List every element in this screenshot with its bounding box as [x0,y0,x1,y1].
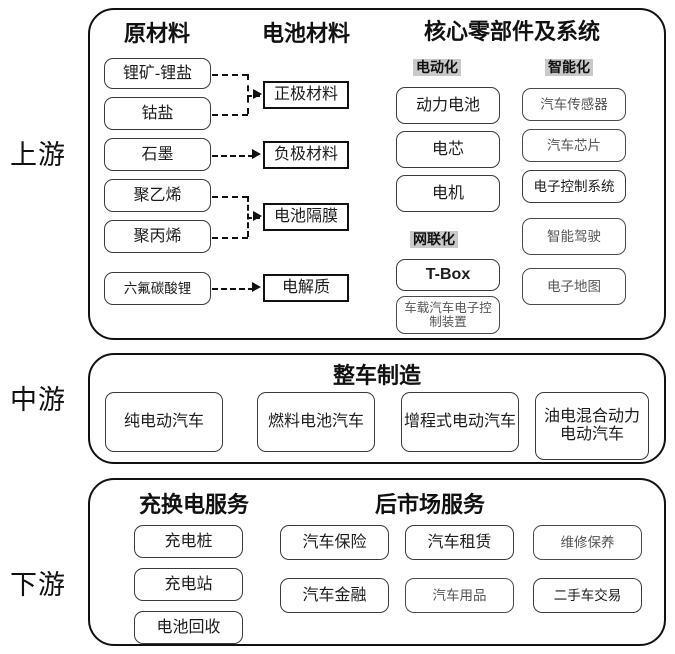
section-heading-aftermarket-services: 后市场服务 [374,492,485,517]
section-heading-core-components: 核心零部件及系统 [423,19,600,44]
node-aftermarket-5[interactable]: 汽车用品 [405,578,514,613]
arrow-to-separator [253,211,262,221]
node-intelligence-4[interactable]: 智能驾驶 [522,218,626,255]
node-charging-3[interactable]: 电池回收 [134,611,243,644]
tier-container-downstream [88,478,666,646]
node-aftermarket-1[interactable]: 汽车保险 [280,525,389,560]
connector-lithium-to-cathode [212,74,248,76]
node-intelligence-3[interactable]: 电子控制系统 [522,170,626,203]
node-battery-material-2[interactable]: 负极材料 [263,141,349,169]
node-intelligence-1[interactable]: 汽车传感器 [522,88,626,121]
node-raw-material-5[interactable]: 聚丙烯 [104,220,211,253]
tier-label-upstream: 上游 [10,140,66,170]
connector-pe-to-separator [212,196,248,198]
connector-graphite-to-anode [212,155,254,157]
connector-pp-to-separator [212,237,248,239]
node-vehicle-1[interactable]: 纯电动汽车 [105,392,223,452]
arrow-to-anode [252,149,261,159]
node-electrification-3[interactable]: 电机 [396,175,500,212]
section-heading-charging-services: 充换电服务 [138,492,249,517]
node-electrification-2[interactable]: 电芯 [396,131,500,168]
subhead-intelligence: 智能化 [545,59,593,77]
arrow-to-cathode [253,89,262,99]
node-battery-material-1[interactable]: 正极材料 [263,81,349,109]
node-charging-1[interactable]: 充电桩 [134,525,243,558]
node-battery-material-4[interactable]: 电解质 [263,274,349,302]
node-raw-material-1[interactable]: 锂矿-锂盐 [104,58,211,89]
connector-junction-cathode [247,74,249,114]
node-connectivity-1[interactable]: T-Box [396,259,500,291]
subhead-electrification: 电动化 [413,59,461,77]
node-aftermarket-3[interactable]: 维修保养 [533,525,642,560]
node-raw-material-4[interactable]: 聚乙烯 [104,179,211,212]
node-aftermarket-4[interactable]: 汽车金融 [280,578,389,613]
section-heading-battery-materials: 电池材料 [261,21,350,46]
node-raw-material-3[interactable]: 石墨 [104,138,211,171]
node-vehicle-2[interactable]: 燃料电池汽车 [257,392,375,452]
section-heading-raw-materials: 原材料 [123,21,190,46]
node-intelligence-5[interactable]: 电子地图 [522,268,626,305]
tier-label-midstream: 中游 [10,385,66,415]
connector-cobalt-to-cathode [212,114,248,116]
tier-label-downstream: 下游 [10,570,66,600]
subhead-connectivity: 网联化 [410,231,458,249]
node-connectivity-2[interactable]: 车载汽车电子控制装置 [396,296,500,334]
node-raw-material-2[interactable]: 钴盐 [104,97,211,130]
node-aftermarket-2[interactable]: 汽车租赁 [405,525,514,560]
arrow-to-electrolyte [252,282,261,292]
connector-lipf6-to-electrolyte [212,288,254,290]
node-electrification-1[interactable]: 动力电池 [396,87,500,124]
node-charging-2[interactable]: 充电站 [134,568,243,601]
node-vehicle-3[interactable]: 增程式电动汽车 [401,392,519,452]
node-raw-material-6[interactable]: 六氟碳酸锂 [104,272,211,305]
node-vehicle-4[interactable]: 油电混合动力电动汽车 [535,392,649,460]
node-intelligence-2[interactable]: 汽车芯片 [522,129,626,162]
connector-junction-separator [247,196,249,237]
node-aftermarket-6[interactable]: 二手车交易 [533,578,642,613]
section-heading-vehicle-manufacturing: 整车制造 [332,363,421,388]
node-battery-material-3[interactable]: 电池隔膜 [263,203,349,231]
